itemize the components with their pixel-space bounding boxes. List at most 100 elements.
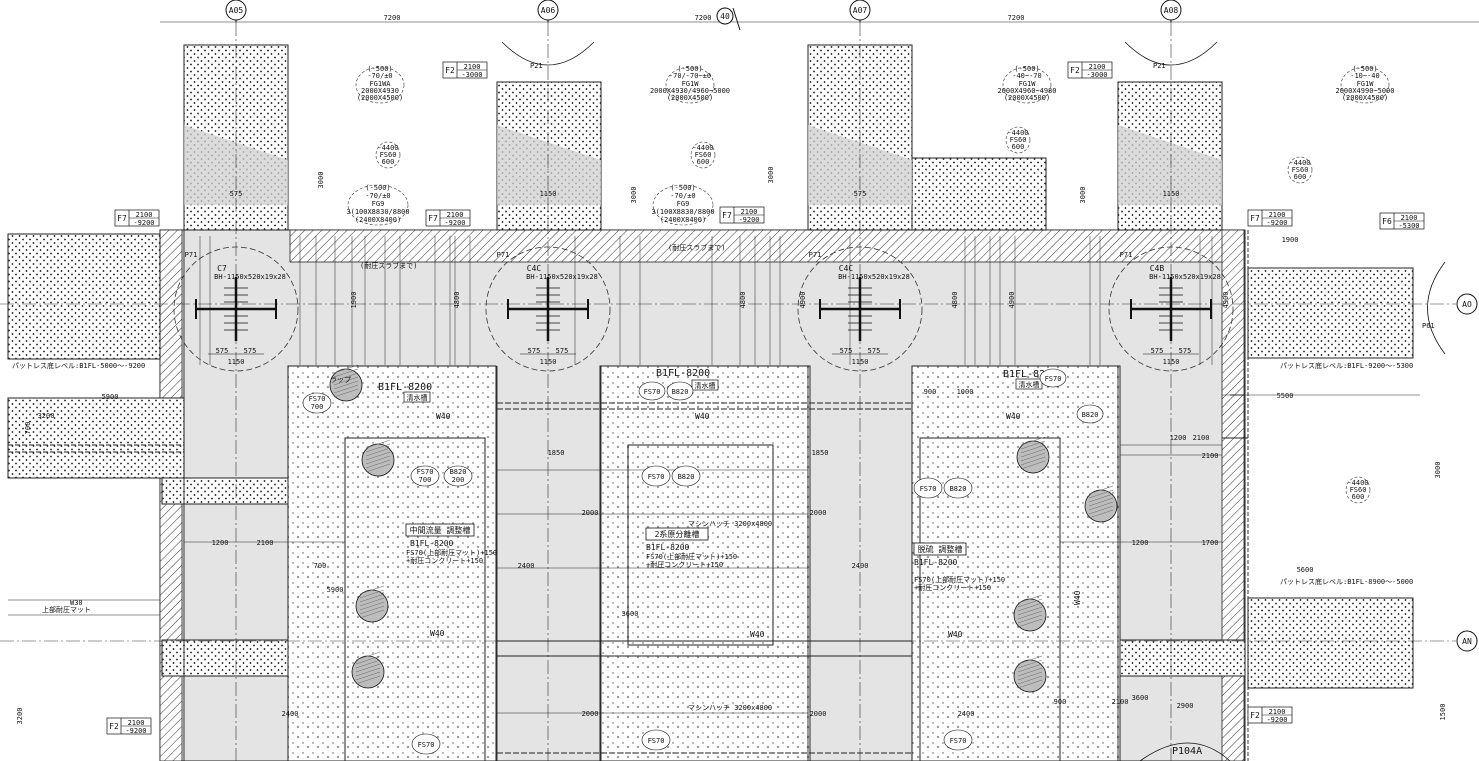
dimension-number: 5600 [1297, 566, 1314, 574]
small-tag-outline [1287, 156, 1313, 184]
dimension-number: 3600 [1132, 694, 1149, 702]
dimension-number: 2100 [1193, 434, 1210, 442]
pile-label: P61 [1422, 322, 1435, 330]
water-tank-label: 清水槽 [1019, 380, 1040, 389]
dimension-number: 1850 [548, 449, 565, 457]
wall-label: W40 [695, 412, 710, 421]
dimension-number: 3000 [767, 167, 775, 184]
pile-hatch [1017, 610, 1043, 620]
level-label: B1FL-8200 [378, 382, 432, 393]
footing-tag-level: (-500) [1352, 65, 1377, 73]
footing-tag-offset: -10~-40 [1350, 72, 1380, 80]
footing-tag-mark: FG1W [1357, 80, 1375, 88]
dimension-number: 900 [924, 388, 937, 396]
footing-tag-offset: -70/±0 [367, 72, 392, 80]
dimension-number: 2100 [1112, 698, 1129, 706]
beam-tag-outline [347, 184, 409, 226]
wall-label: W40 [1073, 590, 1082, 605]
small-tag-line: 600 [697, 158, 710, 166]
pile-hatch [359, 589, 385, 599]
footing-tag-mark: FG1WA [369, 80, 391, 88]
pile-hatch [333, 380, 359, 390]
pile-hatch [365, 443, 391, 453]
f-tag-top: 2100 [1401, 214, 1418, 222]
room-note: FS70(上部耐圧マット)+150 [914, 575, 1005, 584]
dimension-number: 2000 [582, 509, 599, 517]
dimension-number: 1200 [1170, 434, 1187, 442]
pile-hatch [359, 601, 385, 611]
pit-tag-text: 700 [311, 403, 324, 411]
f-tag-top: 2100 [741, 208, 758, 216]
column-dim: 575 [528, 347, 541, 355]
dimension-number: 4900 [1222, 292, 1230, 309]
wall-label: W30 [70, 599, 83, 607]
pile-mark: P71 [809, 251, 822, 259]
dimension-lines [8, 21, 1479, 714]
pile-hatch [365, 455, 391, 465]
pile-hatch [359, 585, 385, 595]
pile-hatch [333, 372, 359, 382]
pile-label: P21 [1153, 62, 1166, 70]
note-text: パットレス底レベル:B1FL-5000～-9200 [12, 361, 145, 370]
small-tag-line: 600 [1012, 143, 1025, 151]
dimension-number: 2400 [852, 562, 869, 570]
f-tag-top: 2100 [136, 211, 153, 219]
pit-tag-text: B820 [672, 388, 689, 396]
pit-tag-text: 700 [419, 476, 432, 484]
pile-hatch [1017, 594, 1043, 604]
pile-hatch [1017, 659, 1043, 669]
f-tag-mark: F6 [1382, 217, 1392, 226]
span-label: 7200 [384, 14, 401, 22]
dimension-number: 1700 [1202, 539, 1219, 547]
footing-tag-size2: (2000X4500) [1004, 94, 1050, 102]
footing-tag-size: 2000X4930 [361, 87, 399, 95]
room-level: B1FL-8200 [646, 543, 690, 552]
span-labels: 7200 7200 7200 [384, 14, 1025, 22]
small-tag-outline [690, 141, 716, 169]
drawing-notes: ラップ (耐圧スラブまで) (耐圧スラブまで) パットレス底レベル:B1FL-5… [12, 243, 1413, 712]
f-tag-mark: F7 [428, 214, 438, 223]
f-tag-bottom: -9200 [1266, 716, 1287, 724]
dimension-number: 2400 [282, 710, 299, 718]
pile-hatch [365, 447, 391, 457]
dimension-number: 1200 [212, 539, 229, 547]
grid-bubble [1160, 0, 1182, 21]
dimension-number: 2900 [1177, 702, 1194, 710]
f-tag-bottom: -9200 [1266, 219, 1287, 227]
pile-hatch [365, 459, 391, 469]
grid-bubble-label: A06 [541, 6, 556, 15]
f-tag-bottom: -3000 [461, 71, 482, 79]
pile-hatch [359, 609, 385, 619]
pile-hatch [1017, 598, 1043, 608]
column-mark: C4C [527, 264, 542, 273]
small-tag-line: 600 [1294, 173, 1307, 181]
pit-tag-text: 200 [452, 476, 465, 484]
dimension-number: 3000 [1434, 462, 1442, 479]
pile-hatch [1020, 440, 1046, 450]
column-dim: 575 [556, 347, 569, 355]
dimension-number: 1150 [1163, 190, 1180, 198]
footing-tag-size2: (2000X4500) [357, 94, 403, 102]
pile-mark: P71 [185, 251, 198, 259]
room-note: FS70(上部耐圧マット)+150 [646, 552, 737, 561]
footing-tag-outline [1002, 66, 1052, 104]
footing-tag-size: 2000X4990~5000 [1335, 87, 1394, 95]
pile-hatch [333, 376, 359, 386]
f-tag-mark: F7 [1250, 214, 1260, 223]
dimension-number: 3600 [622, 610, 639, 618]
note-text: ラップ [330, 376, 351, 384]
footing-tag-size: 2000X4960~4980 [997, 87, 1056, 95]
pile-hatch [355, 655, 381, 665]
footing-tag-outline [355, 66, 405, 104]
pile-hatch [359, 597, 385, 607]
pit-tag-text: B820 [678, 473, 695, 481]
pile-hatch [333, 364, 359, 374]
f-tag-bottom: -5300 [1398, 222, 1419, 230]
f-tag-top: 2100 [128, 719, 145, 727]
level-label: B1FL-8200 [656, 368, 710, 379]
pile-hatch [1020, 448, 1046, 458]
pile-hatch [1017, 606, 1043, 616]
level-labels: B1FL-8200 B1FL-8200 B1FL-8200 清水槽 清水槽 清水… [378, 368, 1057, 403]
